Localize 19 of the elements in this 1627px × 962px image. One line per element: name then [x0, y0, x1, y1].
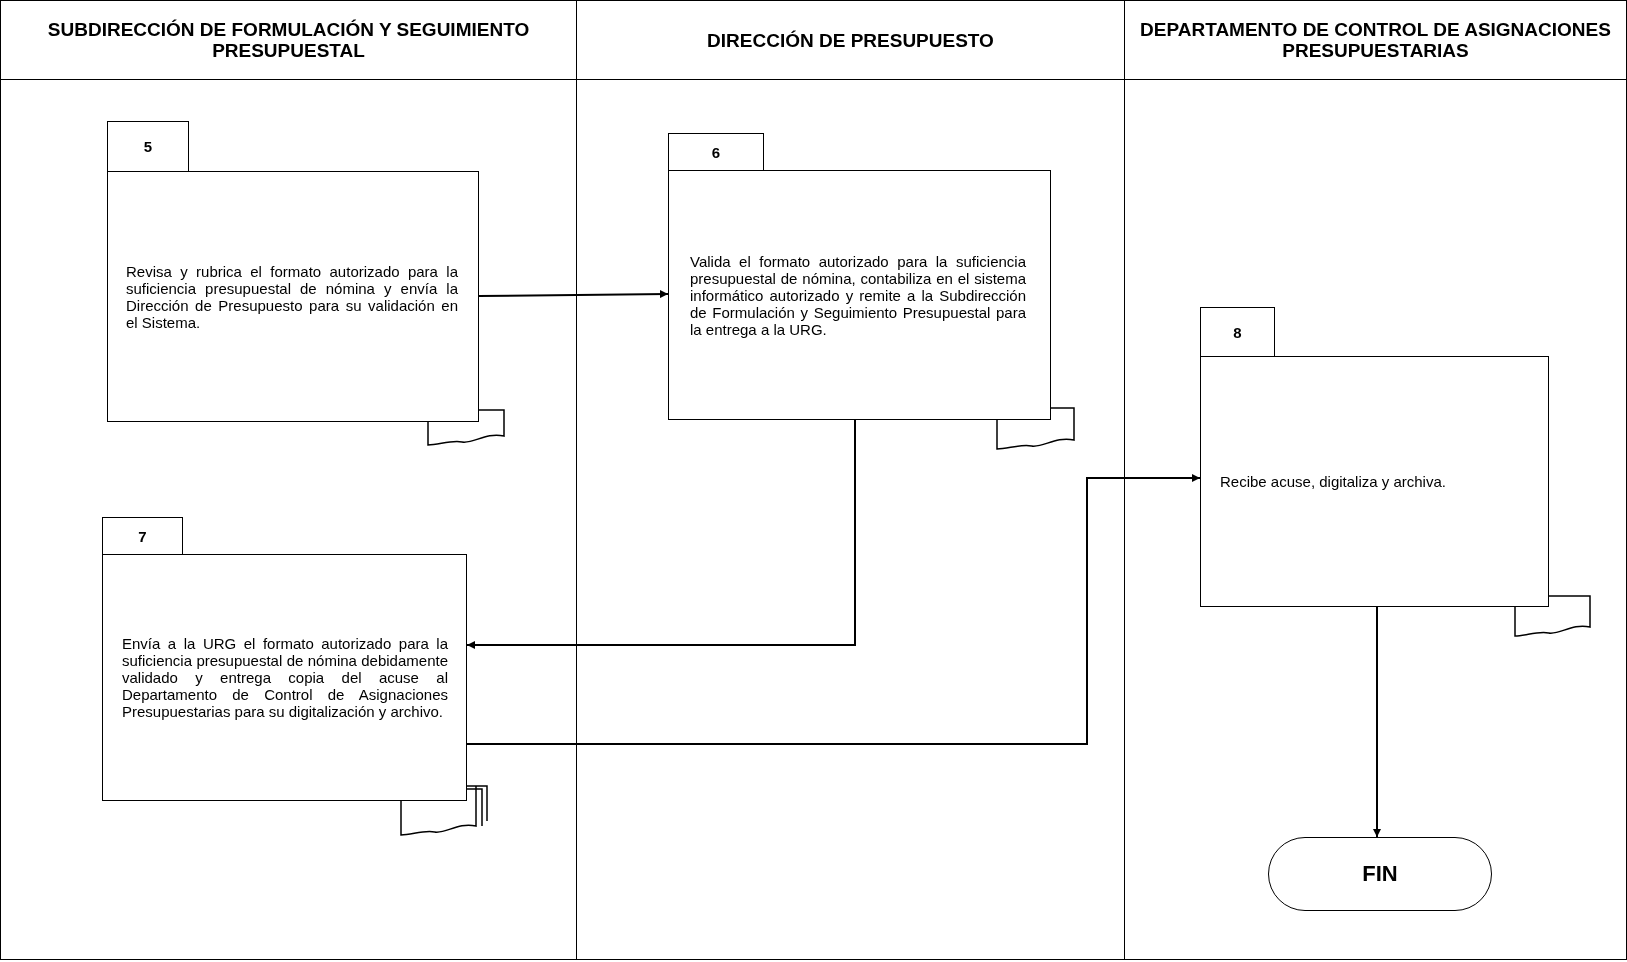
process-step-box: Envía a la URG el formato autorizado para la suficiencia presupuestal de nómina debidamente validado y entrega copia del acuse al Departamento de Control de Asignaciones Presupuestarias para su digitalización y archivo. [102, 554, 467, 801]
swimlane [576, 0, 1125, 960]
step-number-tab: 6 [668, 133, 764, 170]
lane-title: SUBDIRECCIÓN DE FORMULACIÓN Y SEGUIMIENTO PRESUPUESTAL [46, 19, 531, 61]
lane-title: DEPARTAMENTO DE CONTROL DE ASIGNACIONES PRESUPUESTARIAS [1139, 19, 1612, 61]
swimlane [1124, 0, 1627, 960]
arrow [466, 474, 1201, 745]
process-step-box: Recibe acuse, digitaliza y archiva. [1200, 356, 1549, 607]
process-step-box: Valida el formato autorizado para la suficiencia presupuestal de nómina, contabiliza en el sistema informático autorizado y remite a la Subdirección de Formulación y Seguimiento Presupuestal para la entrega a la URG. [668, 170, 1051, 420]
terminator-pill: FIN [1268, 837, 1492, 911]
step-number-tab: 8 [1200, 307, 1275, 356]
swimlane [0, 0, 577, 960]
step-number-tab: 5 [107, 121, 189, 171]
arrow [478, 290, 669, 299]
process-step-box: Revisa y rubrica el formato autorizado para la suficiencia presupuestal de nómina y envía la Dirección de Presupuesto para su validación en el Sistema. [107, 171, 479, 422]
arrow [1373, 606, 1381, 838]
step-number-tab: 7 [102, 517, 183, 554]
arrow [466, 419, 856, 649]
lane-title: DIRECCIÓN DE PRESUPUESTO [706, 29, 995, 51]
